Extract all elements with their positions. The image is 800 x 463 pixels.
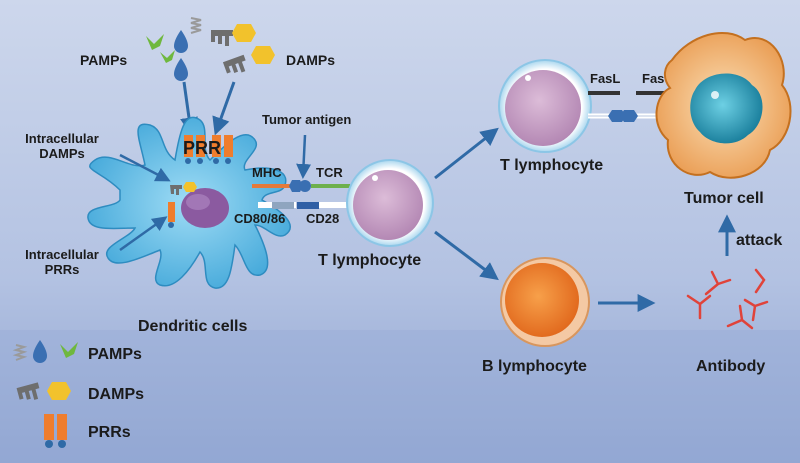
prr-label: PRR: [183, 138, 222, 158]
legend-pamps-label: PAMPs: [88, 346, 142, 363]
prr-receptor-4: [224, 135, 233, 157]
t-lymphocyte-top: [498, 59, 592, 153]
intracellular-damp-gray: [170, 185, 182, 195]
tcr-label: TCR: [316, 165, 343, 180]
antibody-label: Antibody: [696, 358, 766, 375]
b-lymphocyte: [500, 257, 590, 347]
mhc-tcr-synapse: [252, 180, 350, 192]
legend-prrs-label: PRRs: [88, 424, 131, 441]
arrow-to-t-lymphocyte-top: [434, 127, 499, 180]
legend-damps-label: DAMPs: [88, 386, 145, 403]
intracellular-damp-yellow: [183, 182, 197, 192]
damps-icons-top: [211, 24, 275, 74]
cd80-86-label: CD80/86: [234, 211, 286, 226]
arrow-damps-to-prr: [212, 81, 236, 136]
attack-label: attack: [736, 232, 783, 249]
t-lymphocyte-center-label: T lymphocyte: [318, 252, 422, 269]
prr-receptor-3: [212, 135, 221, 157]
arrow-intracellular-damps: [119, 153, 171, 182]
arrow-intracellular-prrs: [119, 216, 168, 252]
fas-label: Fas: [642, 71, 665, 86]
fasl-label: FasL: [590, 71, 621, 86]
arrow-to-b-lymphocyte: [434, 230, 499, 281]
b-lymphocyte-label: B lymphocyte: [482, 358, 587, 375]
dendritic-cells-label: Dendritic cells: [138, 318, 248, 335]
cd80-cd28-pair: [258, 202, 352, 209]
arrow-tumor-antigen: [296, 134, 312, 179]
dendritic-cell: [87, 116, 291, 289]
legend-damps-icons: [16, 382, 71, 400]
intracellular-damps-label: Intracellular DAMPs: [25, 131, 99, 161]
pamps-icons-top: [146, 17, 202, 81]
t-lymphocyte-center: [346, 159, 434, 247]
cd28-label: CD28: [306, 211, 340, 226]
background-lower-band: [0, 330, 800, 463]
tumor-cell-label: Tumor cell: [684, 190, 764, 207]
damps-label-top: DAMPs: [286, 52, 336, 68]
pamps-label-top: PAMPs: [80, 52, 128, 68]
intracellular-prr: [168, 202, 175, 222]
prr-receptor-2: [196, 135, 205, 157]
intracellular-prrs-label: Intracellular PRRs: [25, 247, 99, 277]
prr-receptor-1: [184, 135, 193, 157]
t-lymphocyte-top-label: T lymphocyte: [500, 157, 604, 174]
mhc-label: MHC: [252, 165, 282, 180]
tumor-antigen-label: Tumor antigen: [262, 112, 352, 127]
legend-pamps-icons: [12, 340, 78, 363]
legend-prrs-icon: [44, 414, 67, 448]
tumor-cell: [655, 31, 792, 179]
antibodies: [686, 268, 769, 330]
